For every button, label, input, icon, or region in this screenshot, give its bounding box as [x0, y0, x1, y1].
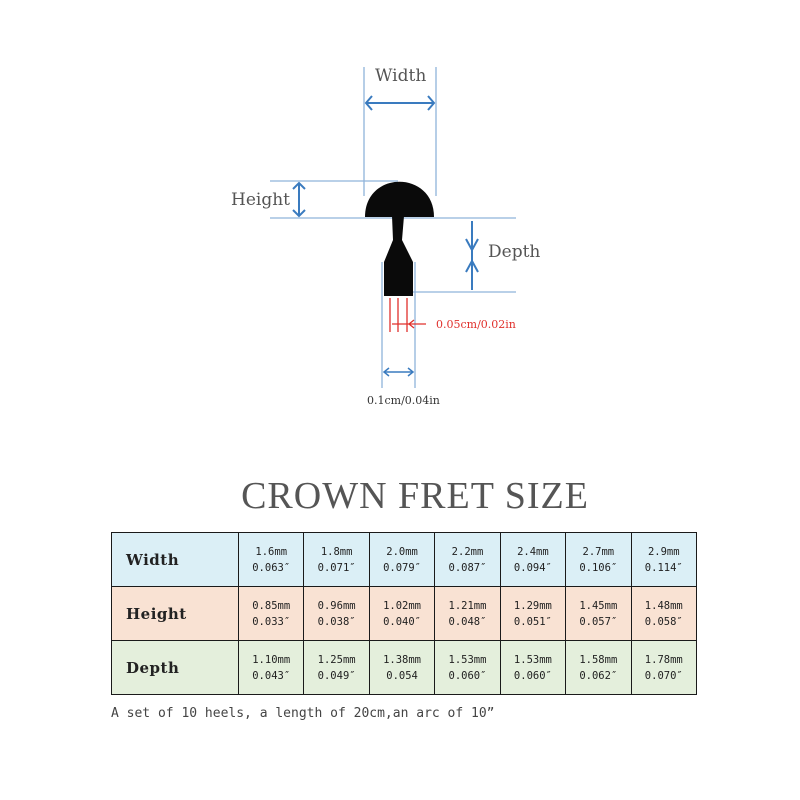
cell-mm-value: 1.53mm — [448, 653, 487, 666]
table-cell: 2.2mm 0.087″ — [434, 532, 501, 587]
table-cell: 1.38mm 0.054 — [368, 640, 436, 695]
table-cell: 1.53mm 0.060″ — [434, 640, 501, 695]
table-cell: 1.6mm 0.063″ — [237, 532, 305, 587]
height-arrow-head-bottom — [292, 209, 306, 218]
fret-tang-shape — [384, 216, 413, 296]
fret-profile-drawing — [270, 67, 516, 388]
tang-half-arrow-head — [407, 319, 415, 329]
cell-mm-value: 1.6mm — [255, 545, 288, 558]
depth-label: Depth — [488, 242, 541, 262]
row-header: Depth — [111, 640, 239, 695]
depth-arrow-head-top — [465, 238, 479, 253]
cell-inch-value: 0.094″ — [513, 561, 552, 574]
row-header: Height — [111, 586, 239, 641]
height-label: Height — [231, 190, 290, 210]
cell-inch-value: 0.040″ — [383, 615, 422, 628]
cell-mm-value: 2.9mm — [647, 545, 680, 558]
table-cell: 1.48mm 0.058″ — [630, 586, 698, 641]
cell-inch-value: 0.079″ — [383, 561, 422, 574]
table-title: CROWN FRET SIZE — [241, 475, 589, 517]
cell-inch-value: 0.033″ — [252, 615, 291, 628]
width-label: Width — [375, 66, 427, 86]
cell-mm-value: 1.21mm — [448, 599, 487, 612]
cell-inch-value: 0.087″ — [448, 561, 487, 574]
fret-crown-shape — [365, 181, 434, 217]
table-cell: 1.10mm 0.043″ — [237, 640, 305, 695]
depth-arrow-head-bottom — [465, 258, 479, 273]
tang-total-arrow-head-right — [407, 367, 415, 377]
cell-inch-value: 0.058″ — [644, 615, 683, 628]
table-cell: 1.58mm 0.062″ — [565, 640, 632, 695]
table-cell: 0.85mm 0.033″ — [237, 586, 305, 641]
width-arrow-head-left — [364, 95, 373, 111]
cell-mm-value: 0.96mm — [317, 599, 356, 612]
tang-total-label: 0.1cm/0.04in — [367, 394, 440, 407]
table-cell: 1.29mm 0.051″ — [499, 586, 567, 641]
cell-inch-value: 0.114″ — [644, 561, 683, 574]
cell-mm-value: 1.45mm — [579, 599, 618, 612]
table-row: Height 0.85mm 0.033″ 0.96mm 0.038″ 1.02mm 0.04… — [111, 586, 698, 641]
cell-mm-value: 1.48mm — [644, 599, 683, 612]
table-cell: 2.9mm 0.114″ — [630, 532, 698, 587]
table-cell: 1.25mm 0.049″ — [303, 640, 370, 695]
cell-mm-value: 1.29mm — [513, 599, 552, 612]
cell-inch-value: 0.048″ — [448, 615, 487, 628]
cell-inch-value: 0.063″ — [252, 561, 291, 574]
height-arrow-head-top — [292, 181, 306, 190]
table-cell: 2.4mm 0.094″ — [499, 532, 567, 587]
cell-mm-value: 1.53mm — [513, 653, 552, 666]
cell-mm-value: 1.58mm — [579, 653, 618, 666]
table-cell: 0.96mm 0.038″ — [303, 586, 370, 641]
table-cell: 1.02mm 0.040″ — [368, 586, 436, 641]
cell-mm-value: 1.25mm — [317, 653, 356, 666]
cell-inch-value: 0.060″ — [448, 669, 487, 682]
table-cell: 2.0mm 0.079″ — [368, 532, 436, 587]
cell-inch-value: 0.106″ — [579, 561, 618, 574]
row-header: Width — [111, 532, 239, 587]
cell-inch-value: 0.057″ — [579, 615, 618, 628]
width-arrow-head-right — [427, 95, 436, 111]
cell-mm-value: 1.10mm — [252, 653, 291, 666]
table-cell: 1.45mm 0.057″ — [565, 586, 632, 641]
cell-mm-value: 0.85mm — [252, 599, 291, 612]
cell-mm-value: 1.02mm — [383, 599, 422, 612]
cell-mm-value: 2.7mm — [582, 545, 615, 558]
tang-total-arrow-head-left — [382, 367, 390, 377]
cell-inch-value: 0.062″ — [579, 669, 618, 682]
table-cell: 1.78mm 0.070″ — [630, 640, 698, 695]
cell-mm-value: 2.2mm — [451, 545, 484, 558]
table-cell: 1.21mm 0.048″ — [434, 586, 501, 641]
cell-mm-value: 1.38mm — [383, 653, 422, 666]
cell-inch-value: 0.060″ — [513, 669, 552, 682]
table-cell: 1.8mm 0.071″ — [303, 532, 370, 587]
cell-mm-value: 2.0mm — [386, 545, 418, 558]
cell-mm-value: 1.78mm — [644, 653, 683, 666]
tang-half-label: 0.05cm/0.02in — [436, 318, 516, 331]
cell-inch-value: 0.071″ — [317, 561, 356, 574]
table-cell: 2.7mm 0.106″ — [565, 532, 632, 587]
cell-inch-value: 0.054 — [386, 669, 418, 682]
cell-mm-value: 2.4mm — [517, 545, 549, 558]
cell-inch-value: 0.049″ — [317, 669, 356, 682]
cell-inch-value: 0.051″ — [513, 615, 552, 628]
fret-diagram: Width Height Depth 0.05cm/0.02in 0.1cm/0… — [231, 66, 541, 407]
cell-mm-value: 1.8mm — [320, 545, 353, 558]
set-note: A set of 10 heels, a length of 20cm,an a… — [111, 706, 495, 721]
cell-inch-value: 0.043″ — [252, 669, 291, 682]
table-row: Depth 1.10mm 0.043″ 1.25mm 0.049″ 1.38mm 0.054… — [111, 640, 698, 695]
table-cell: 1.53mm 0.060″ — [499, 640, 567, 695]
cell-inch-value: 0.038″ — [317, 615, 356, 628]
cell-inch-value: 0.070″ — [644, 669, 683, 682]
